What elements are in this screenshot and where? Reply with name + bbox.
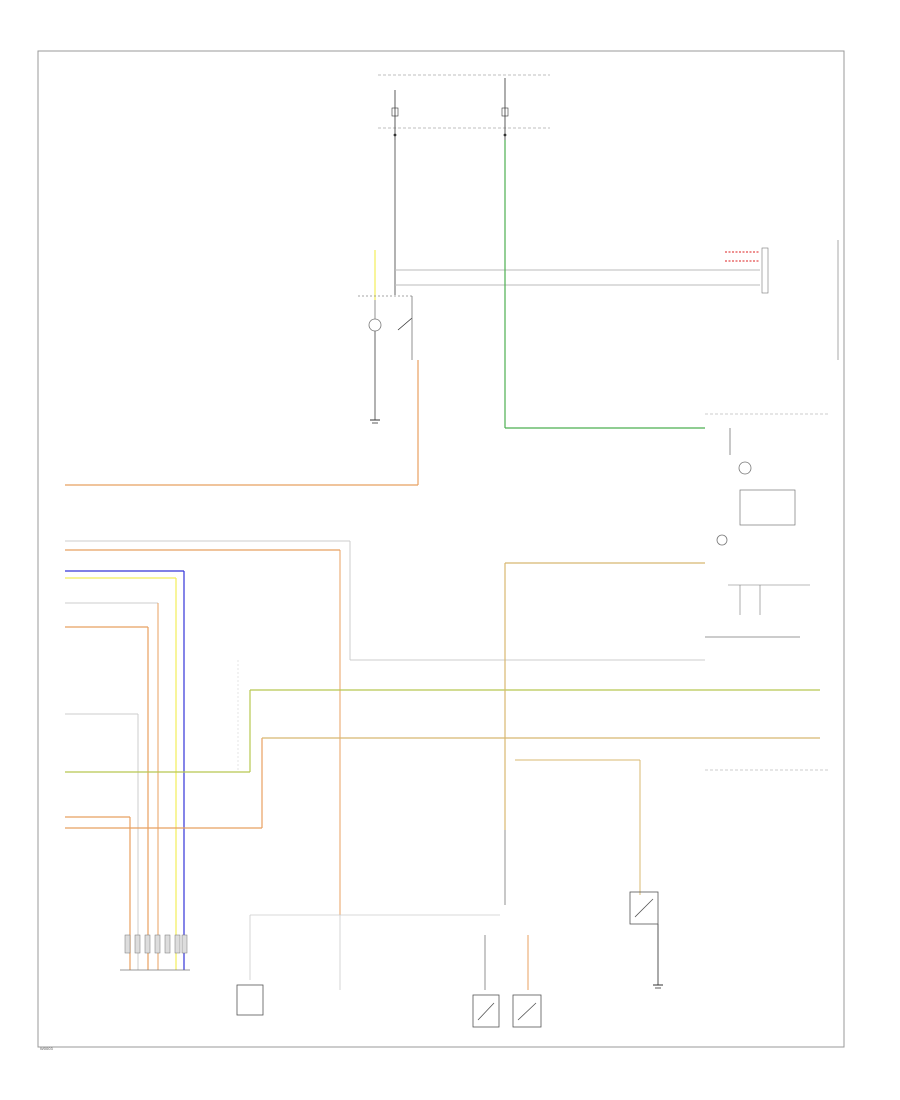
- tan-wire-middle: [504, 562, 705, 830]
- instrument-cluster: [705, 413, 830, 771]
- steering-switch-block: [358, 140, 760, 485]
- frame-id-label: W0003: [40, 1046, 53, 1051]
- right-connector: [725, 240, 839, 360]
- bottom-components: [236, 759, 663, 1028]
- green-wire-cluster: [504, 140, 705, 429]
- fuse-box-top: [378, 74, 550, 140]
- diagram-frame: [37, 50, 845, 1048]
- left-wire-bundle: [65, 540, 820, 971]
